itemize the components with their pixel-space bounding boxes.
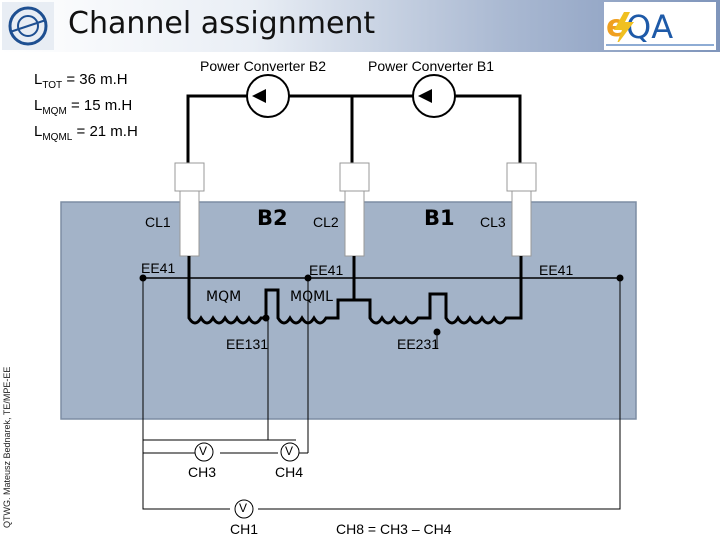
voltmeter-ch3 — [194, 442, 214, 462]
label-cl1: CL1 — [145, 214, 171, 230]
voltmeter-ch1-symbol: V — [239, 501, 248, 515]
label-channel-formula: CH8 = CH3 – CH4 — [336, 521, 452, 537]
label-ee41-mid: EE41 — [309, 262, 344, 278]
label-power-converter-b2: Power Converter B2 — [200, 58, 327, 74]
svg-text:QA: QA — [626, 8, 673, 46]
label-ee41-left: EE41 — [141, 260, 176, 276]
eqa-logo: e QA — [604, 2, 716, 50]
cern-logo — [2, 2, 54, 50]
label-mqm: MQM — [206, 289, 242, 305]
voltmeter-ch4 — [280, 442, 300, 462]
label-ch4: CH4 — [275, 464, 304, 480]
current-lead-cl2-head — [339, 162, 370, 192]
label-ee231: EE231 — [397, 336, 440, 352]
label-beam-b2: B2 — [257, 206, 288, 230]
inductance-parameters: LTOT = 36 m.H LMQM = 15 m.H LMQML = 21 m… — [34, 70, 138, 148]
current-lead-cl3-head — [506, 162, 537, 192]
param-lmqm: LMQM = 15 m.H — [34, 97, 133, 117]
voltmeter-ch4-symbol: V — [285, 444, 294, 458]
voltmeter-ch3-symbol: V — [199, 444, 208, 458]
param-ltot: LTOT = 36 m.H — [34, 71, 128, 91]
power-converter-b1-symbol — [412, 74, 456, 118]
voltmeter-ch1 — [234, 499, 254, 519]
label-ee41-right: EE41 — [539, 262, 574, 278]
label-mqml: MQML — [290, 289, 333, 305]
label-cl3: CL3 — [480, 214, 506, 230]
label-ch1: CH1 — [230, 521, 259, 537]
page-title: Channel assignment — [68, 6, 376, 41]
label-power-converter-b1: Power Converter B1 — [368, 58, 495, 74]
label-ee131: EE131 — [226, 336, 269, 352]
current-lead-cl1-head — [174, 162, 205, 192]
label-ch3: CH3 — [188, 464, 217, 480]
slide-header: Channel assignment e QA — [0, 0, 720, 52]
label-beam-b1: B1 — [424, 206, 455, 230]
label-cl2: CL2 — [313, 214, 339, 230]
param-lmqml: LMQML = 21 m.H — [34, 123, 138, 143]
power-converter-b2-symbol — [246, 74, 290, 118]
